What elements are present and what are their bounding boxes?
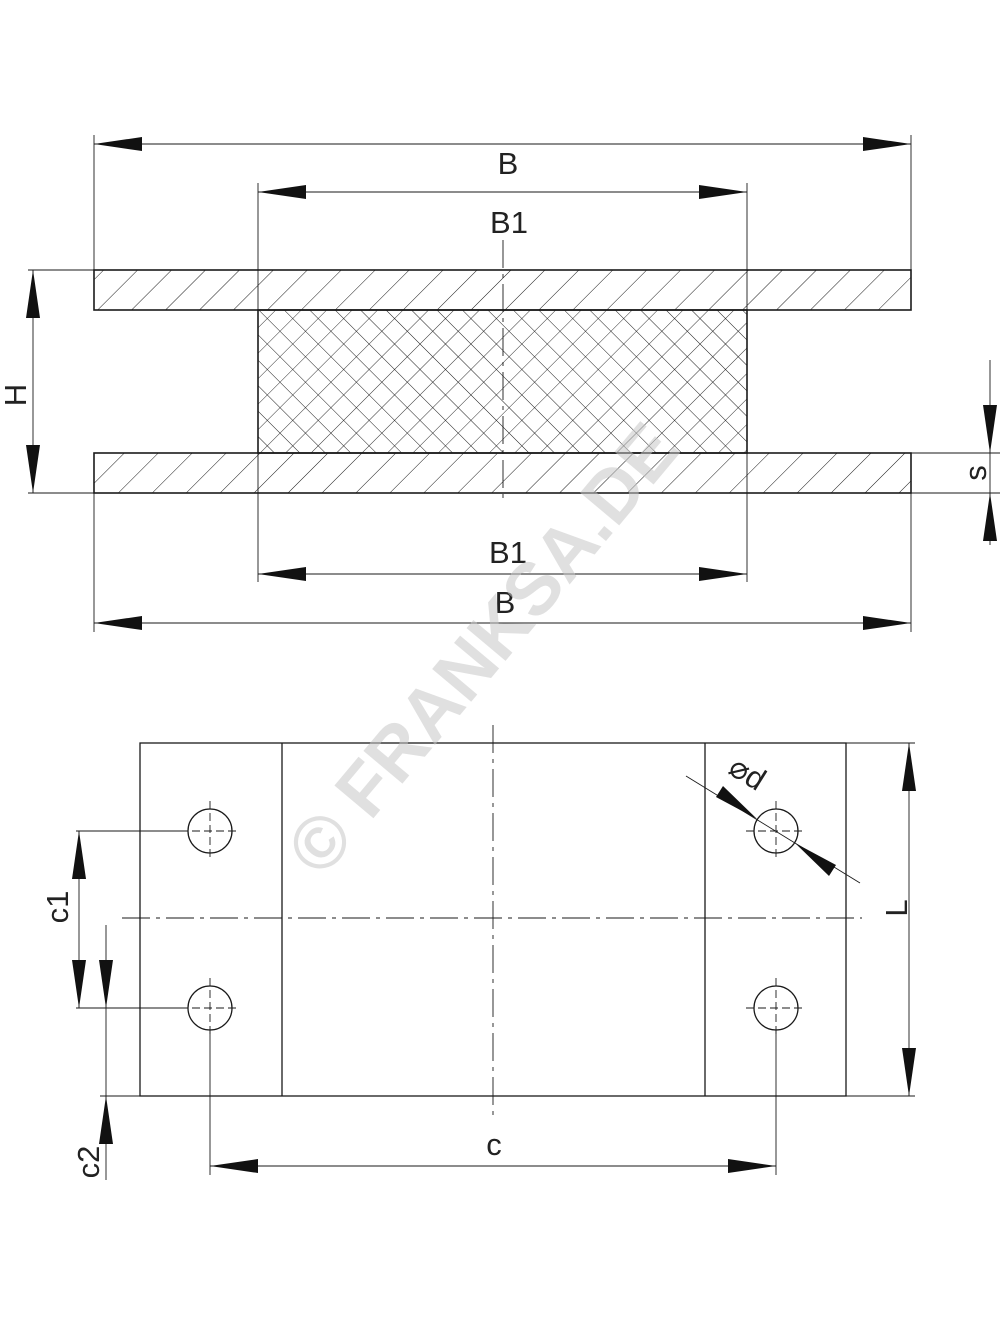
hole-bottom-left xyxy=(180,978,240,1038)
top-plate xyxy=(93,269,912,311)
dimension-B-bottom: B xyxy=(94,585,911,630)
side-view: B B1 H s B1 xyxy=(0,135,1000,632)
dimension-c2: c2 xyxy=(71,925,140,1180)
dimension-L: L xyxy=(846,742,916,1097)
label-L: L xyxy=(879,899,914,916)
label-s: s xyxy=(958,465,993,481)
bottom-plate xyxy=(93,452,912,494)
label-B1-top: B1 xyxy=(490,205,528,240)
dimension-c1: c1 xyxy=(40,830,180,1009)
dimension-H: H xyxy=(0,270,40,493)
hole-top-left xyxy=(180,801,240,861)
dimension-B1-top: B1 xyxy=(258,185,747,240)
label-c2: c2 xyxy=(71,1146,106,1179)
dimension-c: c xyxy=(209,1030,777,1175)
label-c1: c1 xyxy=(40,891,75,924)
label-c: c xyxy=(486,1127,502,1162)
label-B-bottom: B xyxy=(495,585,516,620)
dimension-d: ⌀d xyxy=(685,749,861,884)
label-B-top: B xyxy=(498,146,519,181)
top-view: ⌀d L c1 c2 xyxy=(40,725,916,1180)
label-d: ⌀d xyxy=(723,749,772,798)
dimension-B-top: B xyxy=(94,137,911,181)
hole-bottom-right xyxy=(746,978,806,1038)
label-B1-bottom: B1 xyxy=(489,535,527,570)
dimension-B1-bottom: B1 xyxy=(258,535,747,581)
label-H: H xyxy=(0,384,33,406)
dimension-s: s xyxy=(958,360,997,545)
rubber-core xyxy=(257,309,748,454)
